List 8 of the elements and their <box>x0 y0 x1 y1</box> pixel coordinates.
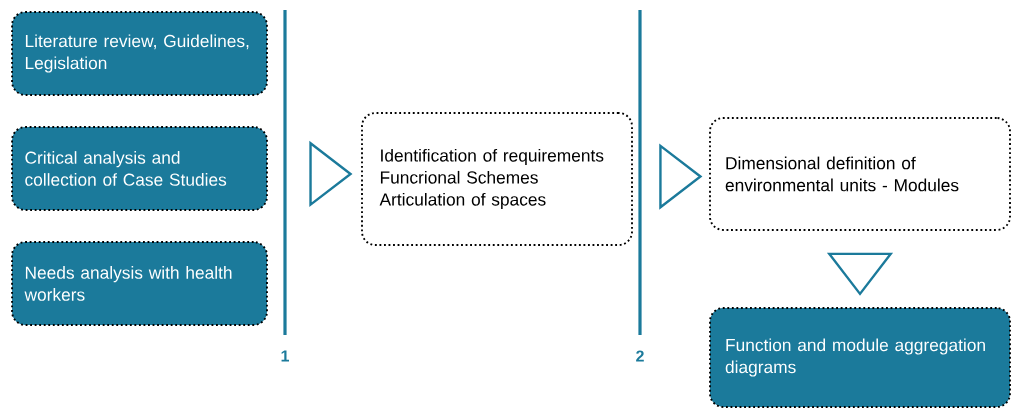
process-box: Literature review, Guidelines, Legislation <box>11 11 268 96</box>
step-number: 1 <box>281 350 289 362</box>
step-number: 2 <box>636 350 644 362</box>
process-box: Needs analysis with health workers <box>11 241 268 326</box>
process-box: Function and module aggregation diagrams <box>709 307 1011 408</box>
process-box: Critical analysis and collection of Case Studies <box>11 126 268 211</box>
process-box: Dimensional definition of environmental units - Modules <box>709 117 1011 231</box>
process-box: Identification of requirements Funcrional Schemes Articulation of spaces <box>361 112 633 246</box>
